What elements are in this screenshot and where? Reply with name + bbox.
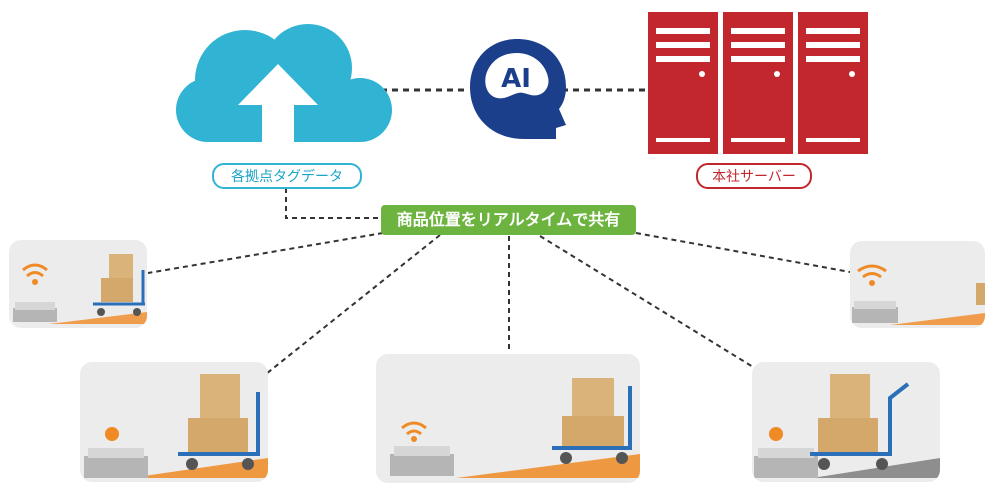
- wifi-icon: [401, 421, 427, 436]
- warehouse-bottom-left: [80, 362, 268, 482]
- warehouse-scene: [13, 254, 147, 324]
- warehouse-scene: [390, 378, 640, 478]
- cart-with-boxes-icon: [93, 254, 145, 316]
- warehouse-scene: [84, 374, 268, 478]
- warehouse-bottom-right: [752, 362, 940, 482]
- cloud-upload-icon: [176, 24, 392, 142]
- hq-server-label: 本社サーバー: [696, 163, 812, 189]
- warehouse-left-small: [9, 240, 147, 328]
- server-rack-icon: [648, 12, 868, 154]
- cart-with-boxes-icon: [178, 374, 260, 470]
- wifi-icon: [857, 264, 887, 279]
- signal-dot-icon: [769, 427, 783, 441]
- warehouse-scene: [852, 264, 985, 325]
- cart-with-boxes-icon: [552, 378, 632, 464]
- ai-text: AI: [501, 64, 531, 94]
- ai-head-icon: AI: [470, 39, 566, 139]
- wifi-icon: [22, 263, 48, 278]
- cart-with-boxes-icon: [810, 374, 910, 470]
- cloud-tag-data-label: 各拠点タグデータ: [212, 163, 362, 189]
- warehouse-bottom-center: [376, 354, 640, 483]
- realtime-share-banner: 商品位置をリアルタイムで共有: [381, 205, 636, 235]
- signal-dot-icon: [105, 427, 119, 441]
- warehouse-scene: [754, 374, 940, 478]
- warehouse-right-small: [850, 241, 985, 328]
